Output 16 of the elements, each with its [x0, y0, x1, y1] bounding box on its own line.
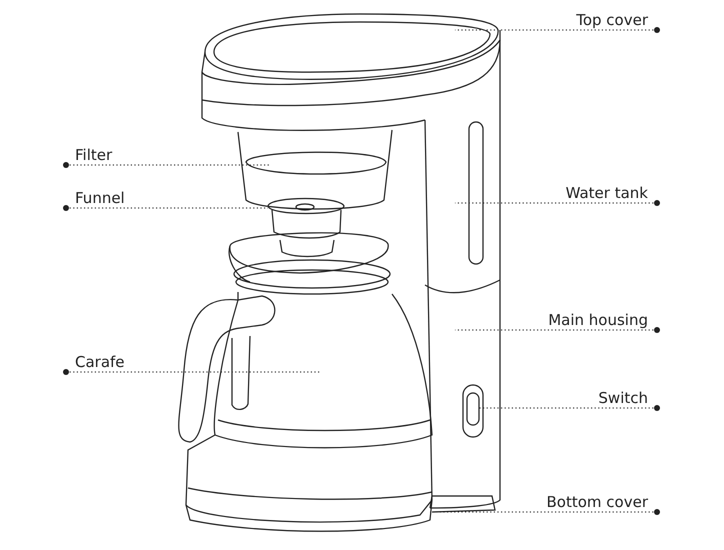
leader-line	[454, 327, 660, 333]
part-label: Bottom cover	[546, 493, 648, 511]
leader-line	[63, 205, 268, 211]
leader-line	[454, 200, 660, 206]
part-label: Filter	[75, 146, 112, 164]
part-label: Top cover	[576, 11, 648, 29]
part-label: Switch	[598, 389, 648, 407]
leader-line	[63, 369, 320, 375]
leader-line	[430, 509, 660, 515]
leader-line	[63, 162, 270, 168]
leader-line	[454, 27, 660, 33]
part-label: Funnel	[75, 189, 125, 207]
part-label: Carafe	[75, 353, 125, 371]
leader-line	[476, 405, 660, 411]
part-label: Main housing	[548, 311, 648, 329]
part-label: Water tank	[566, 184, 648, 202]
